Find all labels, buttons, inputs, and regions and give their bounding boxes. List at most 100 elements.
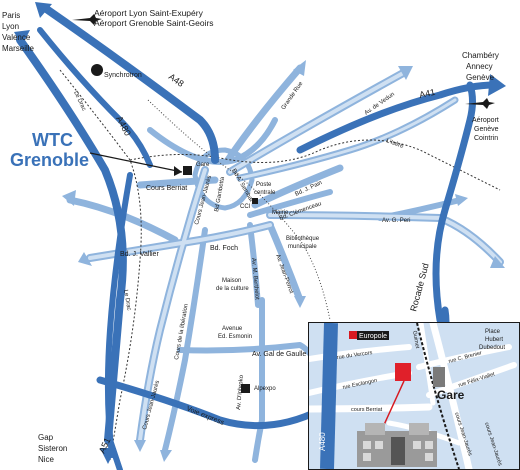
inset-pointer	[382, 380, 405, 428]
inset-gare-building	[433, 367, 445, 387]
inset-a480-label: A480	[318, 432, 327, 451]
arrow-nw	[35, 2, 52, 18]
arrow-nw-2	[14, 30, 30, 46]
maison-label-1: Maison	[222, 278, 241, 284]
gare-label: Gare	[196, 162, 210, 168]
airport-geneve-line1: Aéroport	[472, 117, 499, 124]
dest-south-0: Gap	[38, 433, 54, 442]
inset-europole-bg	[357, 331, 389, 340]
inset-rue-viallet	[426, 362, 517, 398]
dest-west-2: Valence	[2, 33, 31, 42]
inset-cours-jaures-label-2: cours Jean-Jaurès	[483, 422, 503, 467]
highway-arrows	[14, 2, 506, 464]
arrow-grande-rue	[293, 60, 306, 76]
highway-a51	[107, 437, 123, 470]
plane-icon-lyon	[72, 14, 102, 25]
airport-grenoble-label: Aéroport Grenoble Saint-Geoirs	[94, 18, 214, 28]
a48-label: A48	[167, 71, 186, 88]
wtc-pointer-line	[89, 152, 183, 173]
synchrotron-label: Synchrotron	[104, 72, 142, 79]
arrow-east	[455, 194, 468, 206]
road-grande-rue	[224, 64, 304, 164]
inset-gare-label: Gare	[437, 388, 465, 402]
maison-label-2: de la culture	[216, 286, 249, 292]
inset-a480	[320, 323, 338, 469]
highway-a48-branch	[37, 27, 153, 168]
biblio-label-2: municipale	[288, 244, 317, 250]
bd-foch-label: Bd. Foch	[210, 245, 238, 252]
dest-south-1: Sisteron	[38, 444, 67, 453]
mairie-label: Mairie	[272, 210, 289, 216]
arrow-south	[100, 448, 116, 464]
dest-east-0: Chambéry	[462, 51, 499, 60]
inset-map: Europole Gare rue du Vercors rue Esclang…	[308, 322, 520, 470]
road-av-jean-perrot	[266, 221, 304, 304]
synchrotron-marker	[91, 64, 103, 76]
river-drac	[59, 69, 142, 461]
highway-a48-a480	[41, 4, 219, 164]
av-m-berthelot-label: Av. M. Berthelot	[250, 258, 260, 301]
cci-label: CCI	[240, 204, 251, 210]
av-g-peri-label: Av. G. Peri	[382, 218, 410, 224]
airport-geneve-line3: Cointrin	[474, 135, 498, 142]
road-cours-liberation	[162, 227, 208, 453]
wtc-label-line2: Grenoble	[10, 150, 89, 170]
inset-europole-marker	[349, 331, 357, 339]
dest-east-1: Annecy	[466, 62, 493, 71]
inset-railway	[416, 323, 460, 469]
airport-geneve-line2: Genève	[474, 126, 499, 133]
inset-europole-label: Europole	[359, 333, 387, 340]
avenue-label-2: Ed. Esmonin	[218, 334, 252, 340]
arrow-west	[62, 190, 76, 206]
poste-label-1: Poste	[256, 182, 272, 188]
rocade-sud-label: Rocade Sud	[408, 262, 430, 312]
wtc-label-line1: WTC	[32, 130, 73, 150]
arrow-vallier	[78, 252, 92, 266]
highway-a41	[296, 81, 499, 154]
bd-j-vallier-label: Bd. J. Vallier	[120, 251, 159, 258]
inset-wtc-marker	[395, 363, 411, 381]
road-av-dinbroko	[252, 297, 265, 463]
wtc-pointer-head	[174, 166, 182, 176]
gare-marker	[183, 166, 192, 175]
cours-berriat-label: Cours Berriat	[146, 185, 187, 192]
highway-rocade-sud	[432, 81, 476, 324]
inset-cours-berriat-label: cours Berriat	[351, 407, 383, 413]
arrow-g-peri	[490, 256, 505, 268]
cci-marker	[252, 198, 258, 204]
le-drac-label-2: Le Drac	[122, 289, 132, 311]
le-drac-label: Le Drac	[72, 90, 86, 112]
av-gal-de-gaulle-label: Av. Gal de Gaulle	[252, 351, 306, 358]
av-dinbroko-label: Av. D'inbroko	[236, 374, 245, 410]
road-isere-east	[236, 96, 459, 182]
dest-south-2: Nice	[38, 455, 55, 464]
inset-hubert-1: Place	[485, 329, 501, 335]
road-cours-berriat	[136, 176, 219, 189]
arrow-jean-perrot	[294, 296, 306, 308]
alpexpo-label: Alpexpo	[254, 386, 276, 392]
isere-label: L'Isère	[385, 138, 404, 150]
a41-label: A41	[418, 87, 436, 100]
highway-voie-express	[96, 376, 324, 430]
dest-west-0: Paris	[2, 11, 20, 20]
biblio-label-1: Bibliothèque	[286, 236, 320, 242]
airport-lyon-label: Aéroport Lyon Saint-Exupéry	[94, 8, 204, 18]
dest-west-1: Lyon	[2, 22, 19, 31]
inset-rue-vercors	[309, 344, 412, 362]
inset-hubert-2: Hubert	[485, 337, 503, 343]
inset-canvas: Europole Gare rue du Vercors rue Esclang…	[309, 323, 517, 469]
road-bd-clemenceau	[247, 189, 333, 218]
inset-rue-vercors-label: rue du Vercors	[336, 350, 373, 361]
dest-east-2: Genève	[466, 73, 495, 82]
arrow-cours-jj	[134, 440, 146, 452]
alpexpo-marker	[241, 384, 250, 393]
arrow-liberation	[160, 450, 172, 462]
road-arrows	[62, 60, 505, 462]
inset-building-illustration	[357, 423, 437, 467]
poste-label-2: centrale	[254, 190, 276, 196]
inset-guimet-label: Guimet	[411, 330, 420, 349]
river	[59, 69, 501, 461]
avenue-label-1: Avenue	[222, 326, 243, 332]
plane-icon-geneve	[465, 98, 495, 109]
